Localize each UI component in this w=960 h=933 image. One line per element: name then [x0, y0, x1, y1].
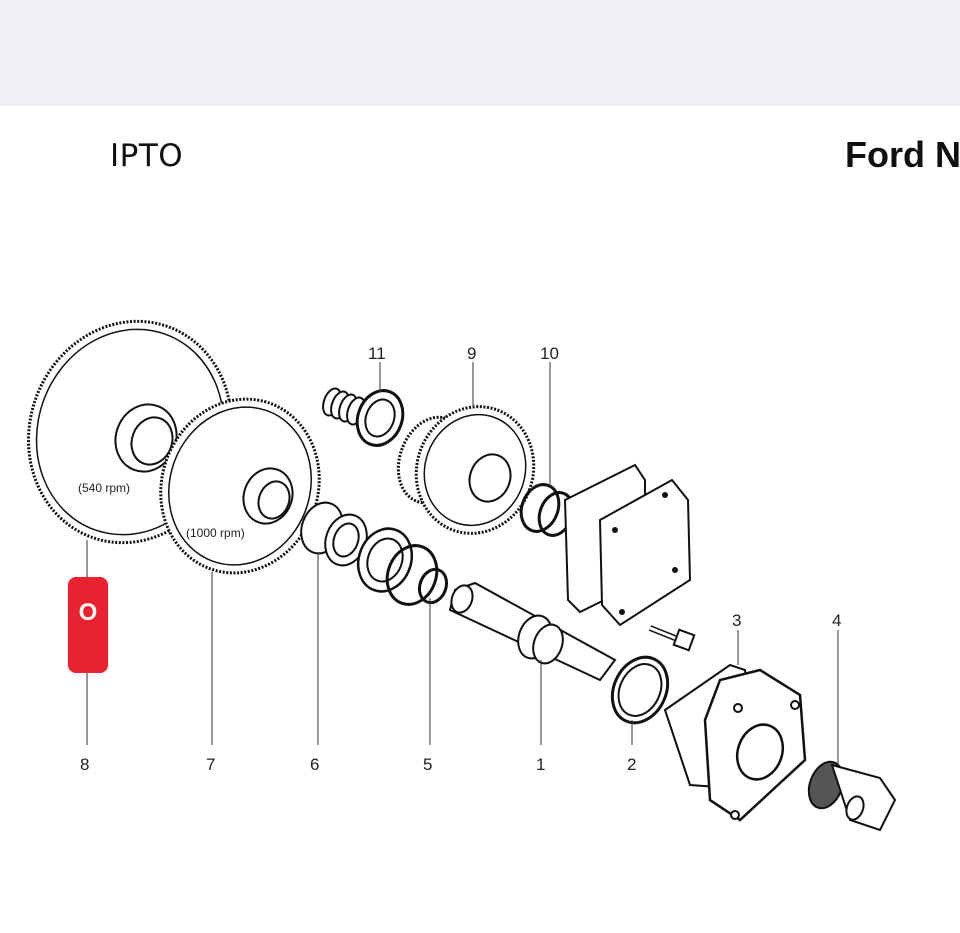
callout-9: 9	[467, 344, 476, 363]
callout-10: 10	[540, 344, 559, 363]
top-bar	[0, 0, 960, 106]
diagram-title: IPTO	[110, 138, 184, 174]
gear-part-9	[396, 405, 536, 535]
callout-4: 4	[832, 611, 841, 630]
callout-1: 1	[536, 755, 545, 774]
red-marker-label: O	[79, 599, 98, 626]
housing-part-3	[663, 663, 807, 822]
callout-5: 5	[423, 755, 432, 774]
leader-lines	[86, 362, 839, 765]
shaft-part-1	[448, 581, 617, 682]
gear-1000-label: (1000 rpm)	[186, 526, 245, 540]
callout-3: 3	[732, 611, 741, 630]
seal-part-2	[610, 655, 670, 725]
callout-7: 7	[206, 755, 215, 774]
red-marker-body[interactable]	[68, 577, 108, 673]
cover-plate	[563, 463, 692, 627]
callout-8: 8	[80, 755, 89, 774]
roller-bearing-part-5	[356, 527, 449, 606]
model-title: Ford N	[845, 134, 960, 175]
gear-540-label: (540 rpm)	[78, 481, 130, 495]
plug-part-4	[807, 760, 897, 832]
spring-part-11	[322, 387, 405, 447]
callout-11: 11	[368, 344, 386, 363]
callout-2: 2	[627, 755, 636, 774]
red-marker[interactable]: O	[68, 577, 108, 673]
callout-6: 6	[310, 755, 319, 774]
bolt	[648, 625, 696, 652]
